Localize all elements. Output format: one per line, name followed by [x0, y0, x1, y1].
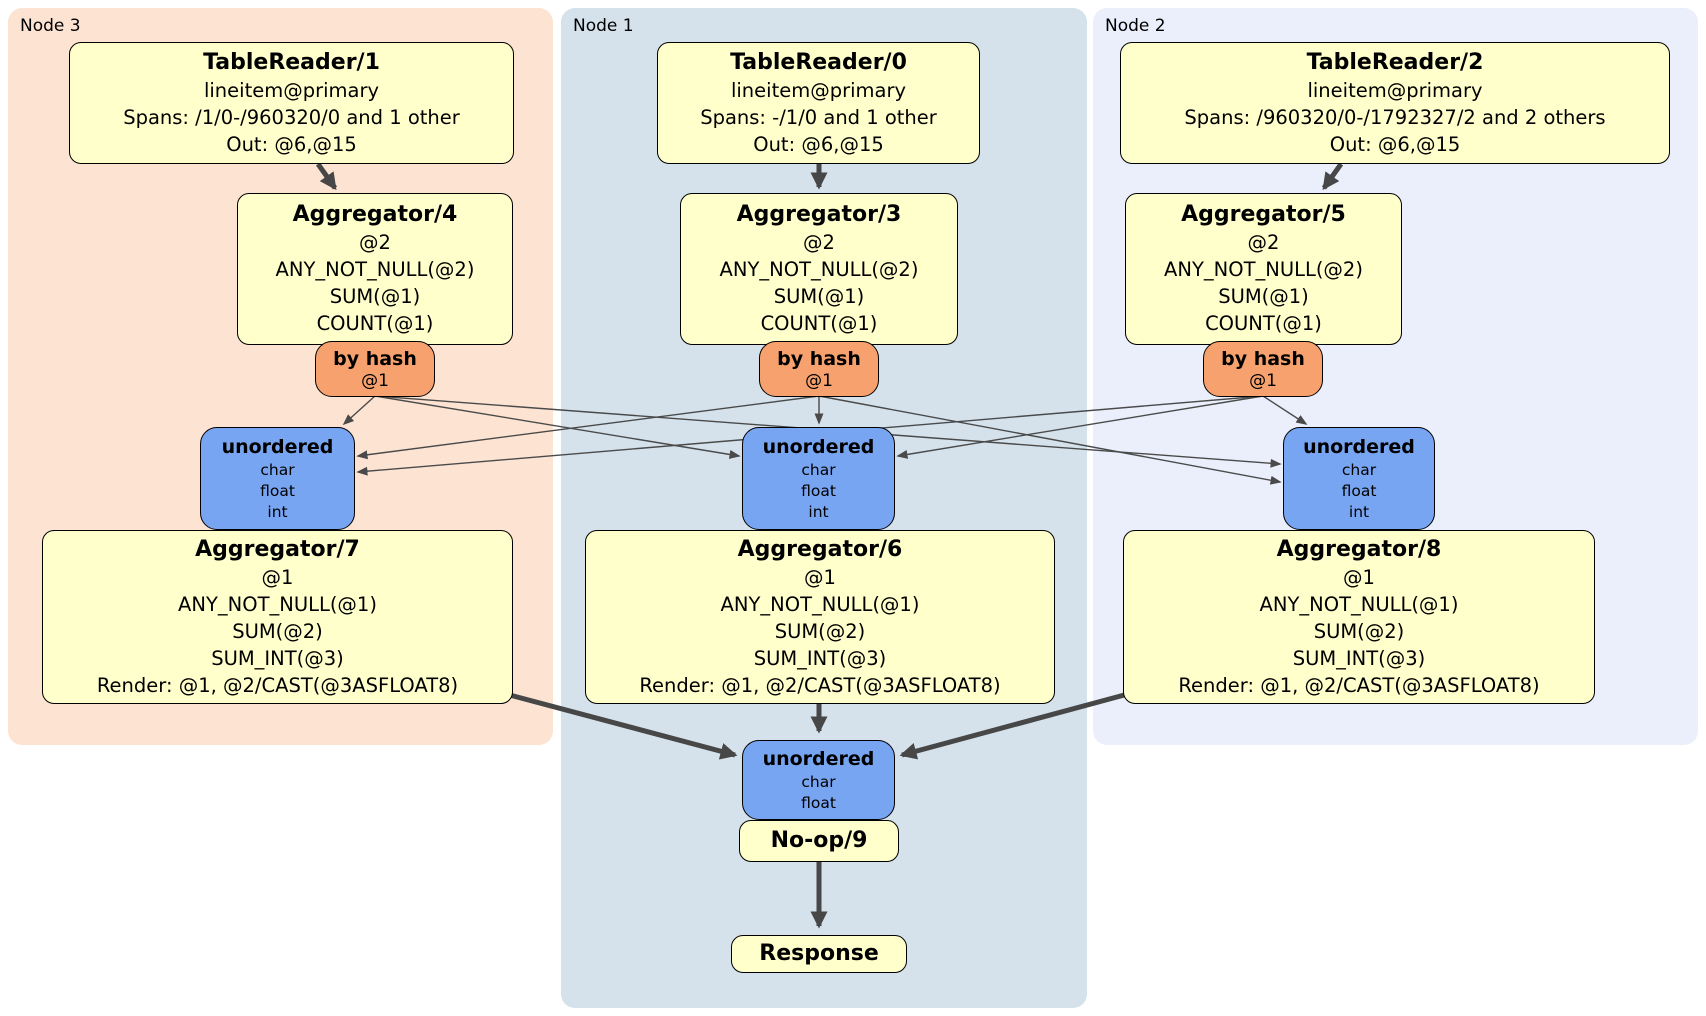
node-line: Spans: /960320/0-/1792327/2 and 2 others [1184, 105, 1606, 129]
node-line: @2 [1247, 231, 1280, 254]
node-line: SUM(@2) [232, 619, 323, 643]
sync-line: int [267, 502, 288, 521]
node-line: ANY_NOT_NULL(@2) [275, 258, 475, 281]
node-line: Render: @1, @2/CAST(@3ASFLOAT8) [1178, 673, 1540, 697]
sync-line: char [260, 460, 295, 479]
node-line: Render: @1, @2/CAST(@3ASFLOAT8) [639, 673, 1001, 697]
aggregator-3-node: Aggregator/3 @2 ANY_NOT_NULL(@2) SUM(@1)… [680, 193, 958, 345]
tablereader-2-node: TableReader/2 lineitem@primary Spans: /9… [1120, 42, 1670, 164]
sync-line: char [801, 772, 836, 791]
region-node3-label: Node 3 [20, 16, 81, 36]
node-line: @1 [1343, 565, 1375, 589]
node-title: TableReader/2 [1306, 49, 1484, 75]
node-line: ANY_NOT_NULL(@2) [719, 258, 919, 281]
sync-line: int [808, 502, 829, 521]
router-title: by hash [333, 347, 417, 370]
sync-title: unordered [762, 747, 875, 770]
router-title: by hash [1221, 347, 1305, 370]
node-title: Aggregator/3 [736, 202, 902, 227]
unordered-sync-final: unordered char float [742, 740, 895, 820]
node-line: lineitem@primary [1307, 78, 1483, 102]
sync-title: unordered [762, 435, 875, 458]
sync-title: unordered [221, 435, 334, 458]
sync-line: float [1341, 481, 1377, 500]
sync-title: unordered [1303, 435, 1415, 458]
sync-line: int [1348, 502, 1370, 521]
node-line: COUNT(@1) [1205, 312, 1322, 335]
node-line: COUNT(@1) [760, 312, 878, 335]
node-line: Render: @1, @2/CAST(@3ASFLOAT8) [96, 673, 459, 697]
by-hash-router-node1: by hash @1 [759, 341, 879, 397]
node-line: SUM(@2) [1313, 619, 1405, 643]
node-title: Aggregator/8 [1276, 536, 1442, 562]
aggregator-7-node: Aggregator/7 @1 ANY_NOT_NULL(@1) SUM(@2)… [42, 530, 513, 704]
node-line: SUM(@1) [773, 285, 865, 308]
aggregator-5-node: Aggregator/5 @2 ANY_NOT_NULL(@2) SUM(@1)… [1125, 193, 1402, 345]
node-line: ANY_NOT_NULL(@1) [720, 592, 920, 616]
node-line: ANY_NOT_NULL(@2) [1164, 258, 1363, 281]
node-line: ANY_NOT_NULL(@1) [178, 592, 377, 616]
router-line: @1 [361, 370, 389, 391]
node-line: SUM(@2) [774, 619, 866, 643]
aggregator-6-node: Aggregator/6 @1 ANY_NOT_NULL(@1) SUM(@2)… [585, 530, 1055, 704]
by-hash-router-node3: by hash @1 [315, 341, 435, 397]
node-title: Aggregator/6 [737, 536, 903, 562]
sync-line: float [801, 793, 836, 812]
tablereader-0-node: TableReader/0 lineitem@primary Spans: -/… [657, 42, 980, 164]
router-line: @1 [1249, 370, 1277, 391]
node-title: Aggregator/7 [195, 536, 360, 562]
node-title: Aggregator/5 [1181, 202, 1346, 227]
node-line: lineitem@primary [730, 78, 907, 102]
node-line: SUM_INT(@3) [1292, 646, 1426, 670]
node-line: SUM_INT(@3) [211, 646, 344, 670]
sync-line: float [801, 481, 836, 500]
response-node: Response [731, 935, 907, 973]
unordered-sync-node1: unordered char float int [742, 427, 895, 530]
node-line: @2 [359, 231, 391, 254]
unordered-sync-node3: unordered char float int [200, 427, 355, 530]
node-line: COUNT(@1) [316, 312, 434, 335]
node-line: SUM(@1) [1218, 285, 1309, 308]
node-line: ANY_NOT_NULL(@1) [1259, 592, 1459, 616]
node-line: Out: @6,@15 [1329, 132, 1461, 156]
node-title: Aggregator/4 [292, 202, 458, 227]
tablereader-1-node: TableReader/1 lineitem@primary Spans: /1… [69, 42, 514, 164]
noop-9-node: No-op/9 [739, 820, 899, 862]
aggregator-4-node: Aggregator/4 @2 ANY_NOT_NULL(@2) SUM(@1)… [237, 193, 513, 345]
node-title: TableReader/1 [203, 49, 380, 75]
node-line: Out: @6,@15 [226, 132, 357, 156]
node-title: TableReader/0 [730, 49, 907, 75]
node-line: Out: @6,@15 [753, 132, 884, 156]
sync-line: char [801, 460, 836, 479]
node-line: Spans: -/1/0 and 1 other [700, 105, 937, 129]
node-title: No-op/9 [770, 828, 868, 853]
router-line: @1 [805, 370, 833, 391]
region-node1-label: Node 1 [573, 16, 634, 36]
sync-line: float [260, 481, 295, 500]
unordered-sync-node2: unordered char float int [1283, 427, 1435, 530]
node-line: @2 [803, 231, 835, 254]
node-line: @1 [261, 565, 294, 589]
region-node2-label: Node 2 [1105, 16, 1166, 36]
node-line: Spans: /1/0-/960320/0 and 1 other [123, 105, 460, 129]
node-title: Response [759, 941, 879, 966]
sync-line: char [1341, 460, 1377, 479]
aggregator-8-node: Aggregator/8 @1 ANY_NOT_NULL(@1) SUM(@2)… [1123, 530, 1595, 704]
node-line: @1 [804, 565, 836, 589]
node-line: SUM_INT(@3) [753, 646, 887, 670]
node-line: lineitem@primary [203, 78, 380, 102]
by-hash-router-node2: by hash @1 [1203, 341, 1323, 397]
router-title: by hash [777, 347, 861, 370]
node-line: SUM(@1) [329, 285, 421, 308]
